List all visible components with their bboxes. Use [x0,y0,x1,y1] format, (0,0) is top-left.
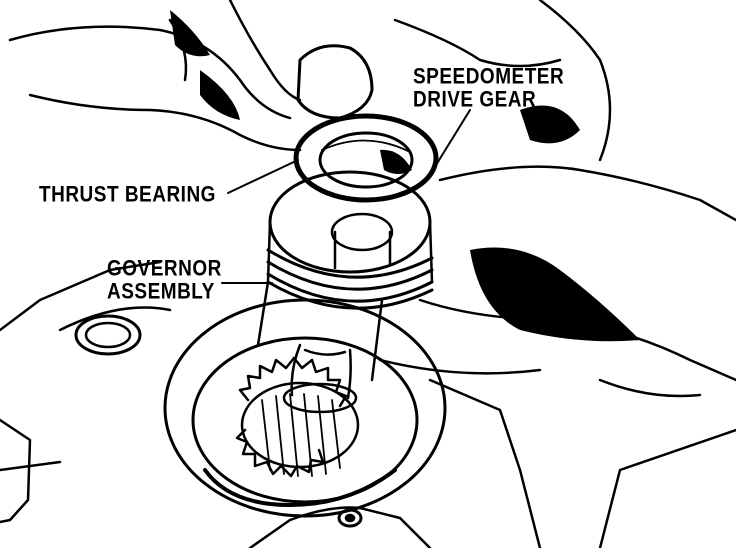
label-speedometer-line1: SPEEDOMETER [413,64,565,89]
label-governor-line1: GOVERNOR [107,256,222,281]
label-governor-assembly: GOVERNOR ASSEMBLY [107,256,222,304]
governor-shaft [256,280,384,414]
label-speedometer-drive-gear: SPEEDOMETER DRIVE GEAR [413,64,565,112]
label-thrust-bearing-text: THRUST BEARING [39,182,216,207]
thrust-bearing [293,113,439,203]
governor-bore [163,298,447,518]
case-bolt-hole [74,314,142,356]
label-thrust-bearing: THRUST BEARING [39,182,216,207]
leader-lines [221,109,471,284]
technician-hand [8,0,736,398]
leader-speedometer [427,109,471,179]
label-governor-line2: ASSEMBLY [107,279,215,304]
bolt-head [337,508,363,528]
governor-driven-gear [235,356,360,478]
leader-thrust [227,159,299,194]
governor-assembly-body [266,170,434,310]
ink-shading [170,10,640,342]
label-speedometer-line2: DRIVE GEAR [413,87,537,112]
